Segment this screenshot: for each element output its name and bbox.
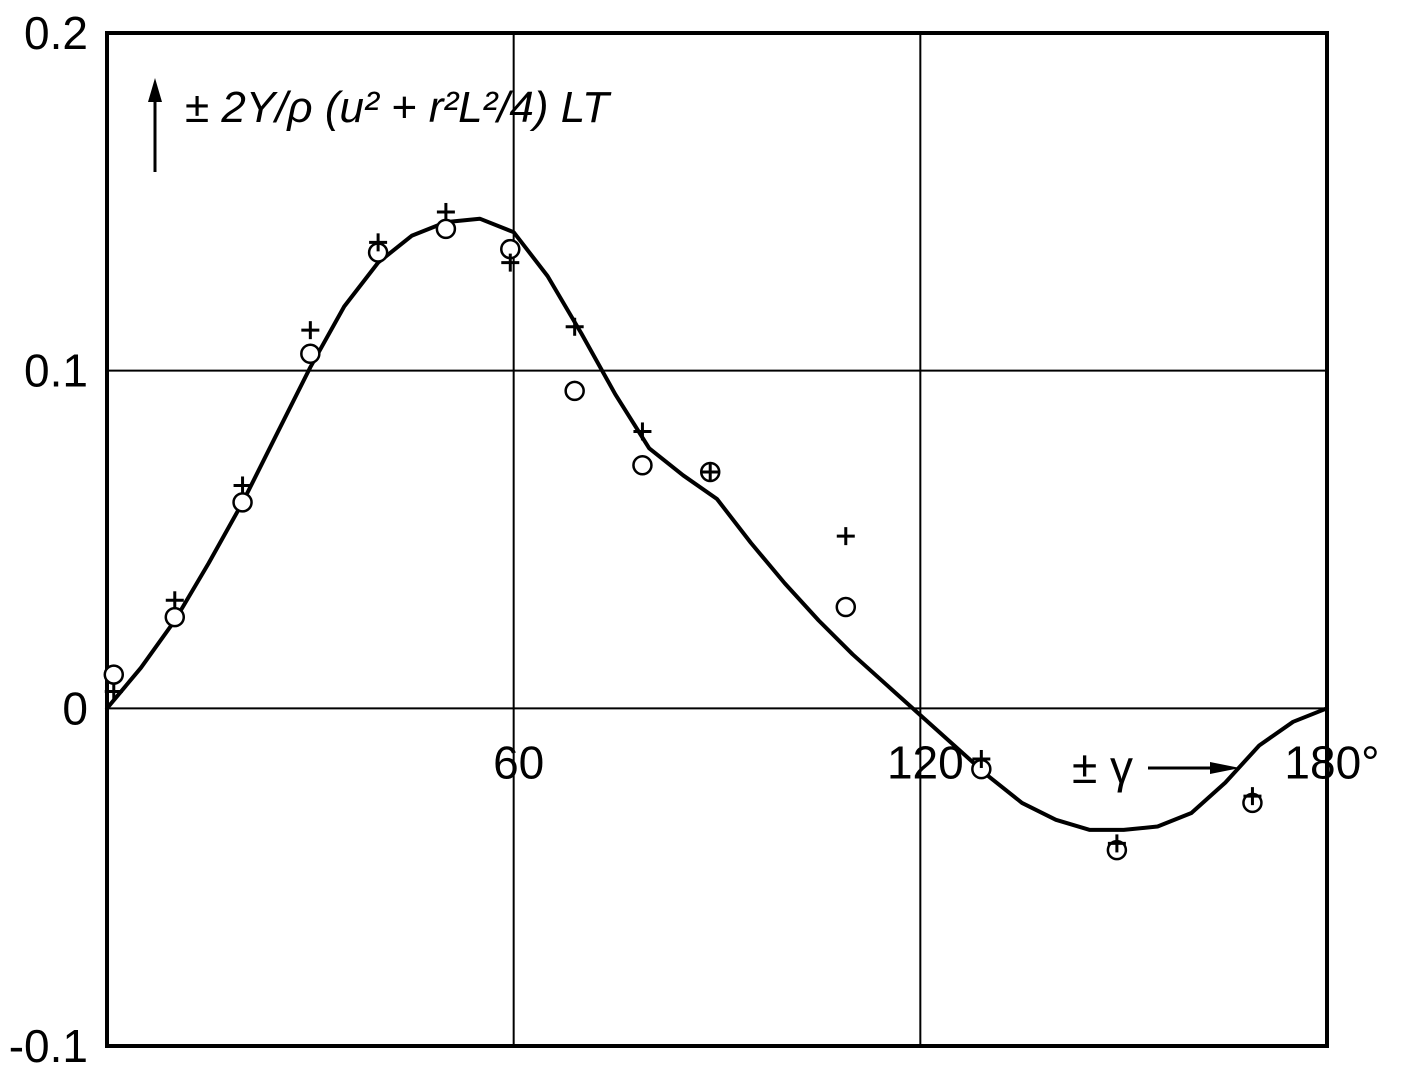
data-point-plus [233,476,252,495]
grid-lines [107,33,1327,1046]
x-tick-label: 180° [1284,736,1379,788]
data-point-circle [435,218,457,240]
data-point-plus [633,422,652,441]
data-point-plus [436,202,455,221]
x-tick-label: 60 [493,736,544,788]
data-point-plus [701,462,720,481]
data-point-circle [103,664,125,685]
data-point-circle [300,343,321,365]
data-point-circle [232,492,253,513]
data-points [103,202,1263,861]
data-point-plus [165,591,184,610]
x-axis-arrow-icon [1148,762,1240,774]
y-tick-label: 0.1 [24,345,88,397]
data-point-plus [501,253,520,272]
y-axis-arrow-icon [148,78,162,172]
plot-frame [105,31,1329,1048]
y-tick-label: -0.1 [9,1020,88,1065]
data-point-plus [369,233,388,252]
data-point-plus [972,749,991,768]
data-point-plus [836,527,855,546]
fit-curve [105,216,1329,832]
data-point-plus [565,317,584,336]
y-axis-label: ± 2Y/ρ (u² + r²L²/4) LT [185,83,612,132]
data-point-circle [564,380,585,402]
y-tick-label: 0 [62,682,88,734]
data-point-plus [1107,834,1126,853]
x-axis-label: ± γ [1072,741,1133,793]
y-tick-label: 0.2 [24,7,88,59]
data-point-circle [632,454,653,476]
data-point-plus [104,682,123,701]
data-point-plus [1243,787,1262,806]
data-point-circle [164,606,186,628]
data-point-circle [835,596,857,618]
data-point-plus [301,321,320,340]
fit-curve-line [105,216,1329,832]
